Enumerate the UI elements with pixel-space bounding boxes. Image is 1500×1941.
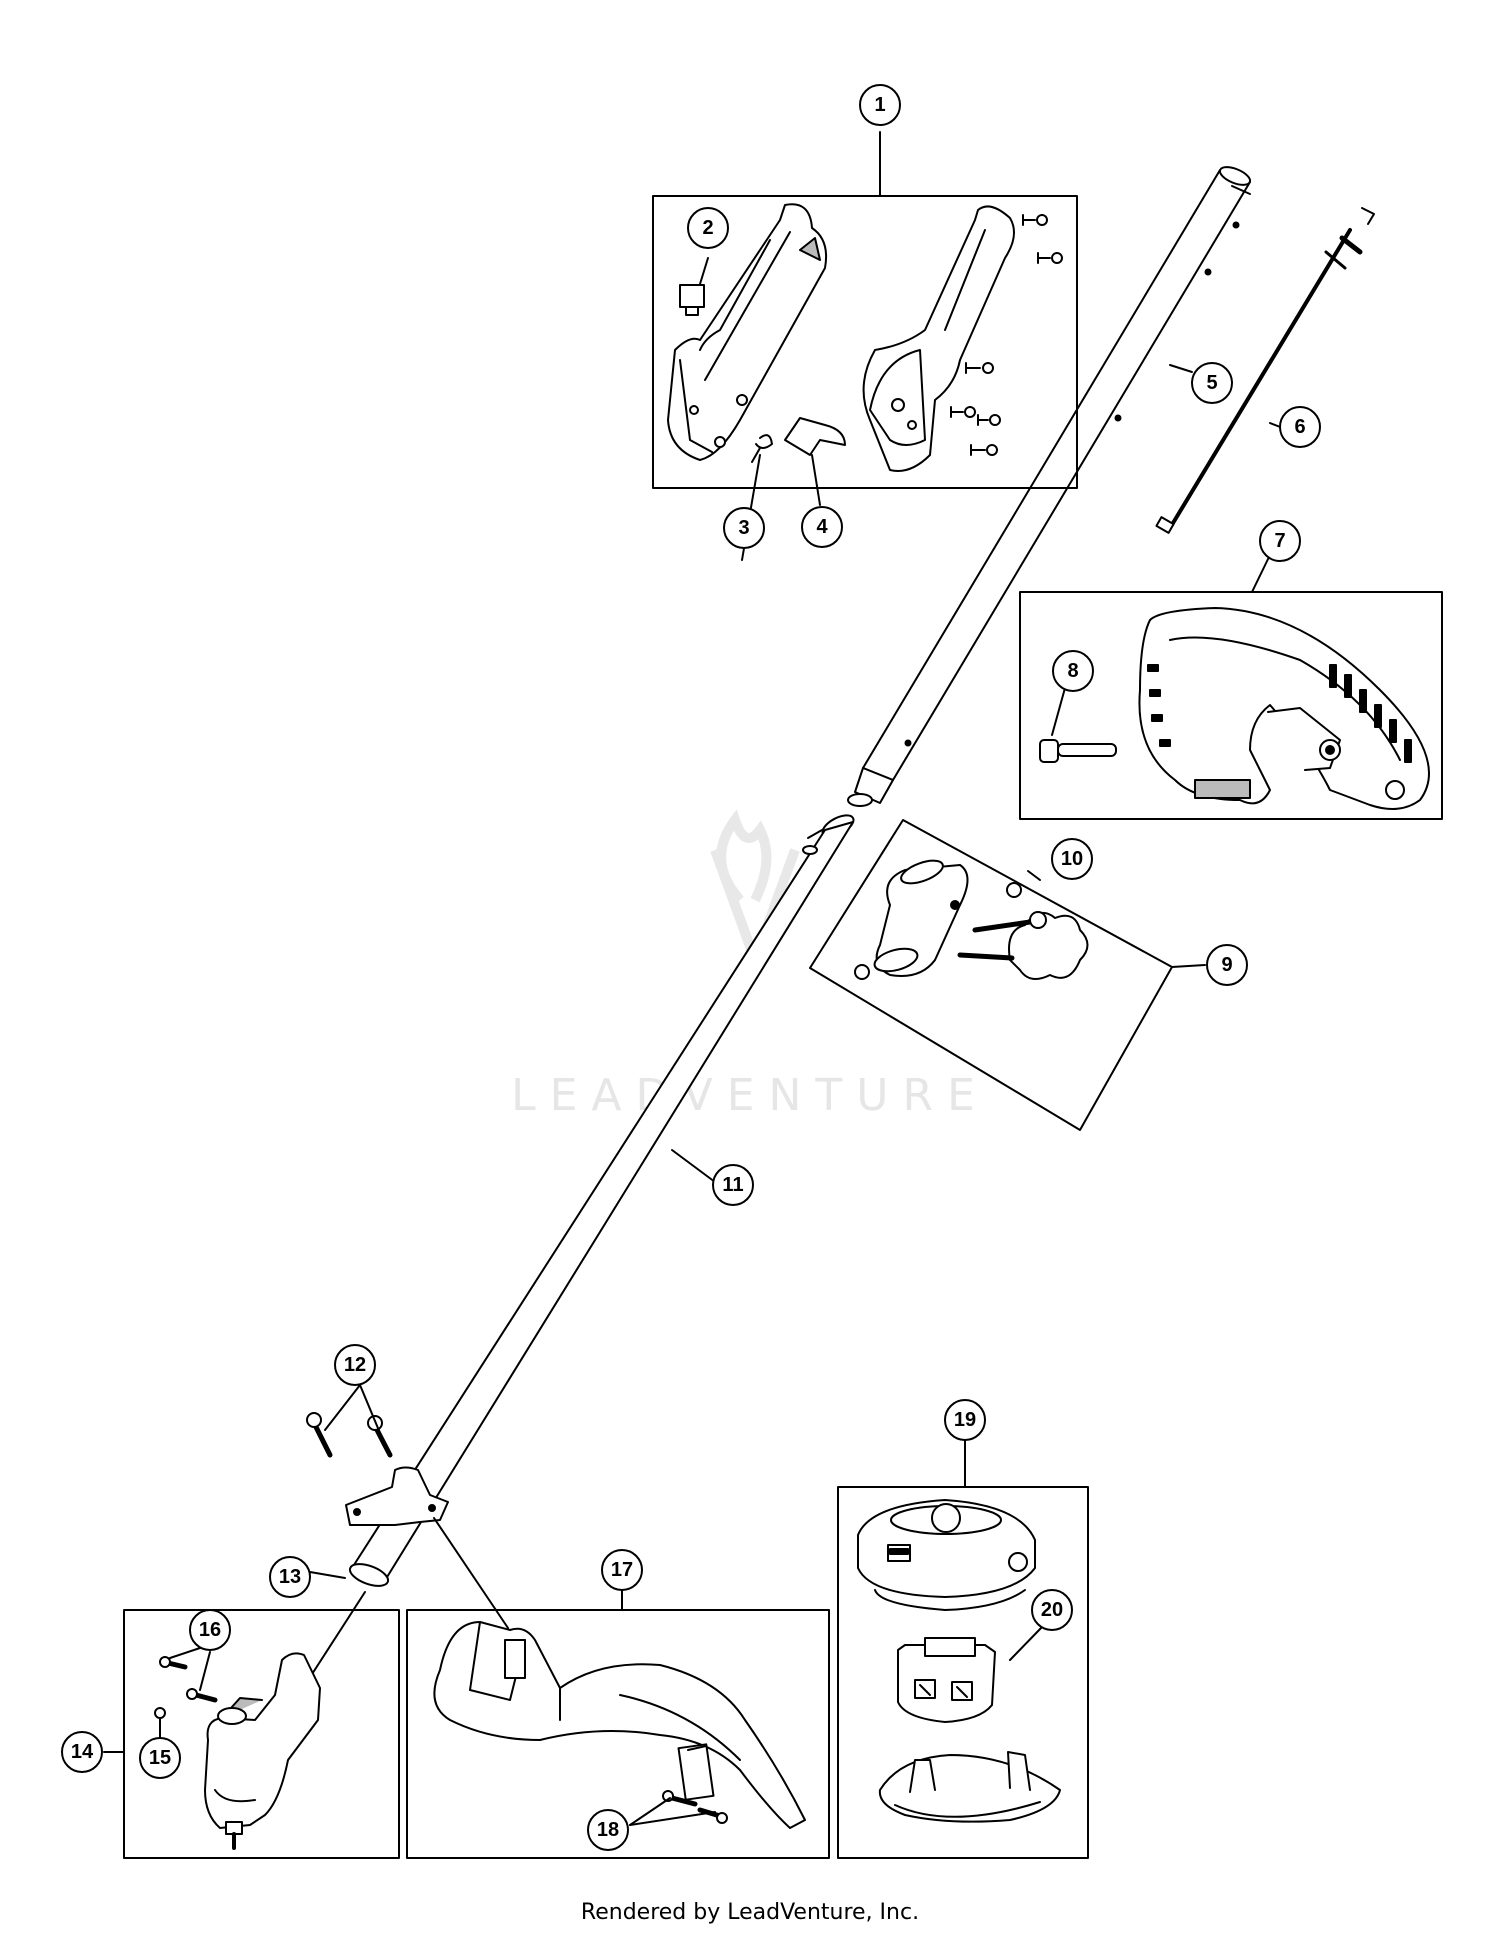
upper-handle-box: [652, 195, 1078, 489]
trimmer-head-assembly[interactable]: [837, 1486, 1089, 1859]
watermark-text: LEADVENTURE: [511, 1070, 989, 1121]
callout-7: 7: [1274, 530, 1285, 552]
callout-8: 8: [1067, 660, 1078, 682]
callout-11: 11: [722, 1174, 743, 1196]
callout-19: 19: [954, 1409, 976, 1431]
rear-handle-assembly[interactable]: [1019, 591, 1443, 820]
upper-handle-assembly[interactable]: [652, 195, 1078, 561]
lower-shaft[interactable]: [347, 811, 857, 1590]
callout-3: 3: [738, 517, 749, 539]
stop-switch[interactable]: [679, 284, 705, 308]
watermark: LEADVENTURE: [511, 809, 989, 1121]
callout-14: 14: [71, 1741, 94, 1763]
coupler-assembly[interactable]: [809, 819, 1173, 1131]
trimmer-head-box: [837, 1486, 1089, 1859]
callout-labels: 1 2 3 4 5 6 7 8 9 10 11 12 13 14 15 16 1…: [71, 94, 1306, 1841]
parts-diagram: LEADVENTURE: [61, 84, 1443, 1859]
rear-handle-bolt[interactable]: [1039, 739, 1117, 763]
callout-10: 10: [1061, 848, 1083, 870]
throttle-trigger[interactable]: [784, 417, 846, 456]
spool[interactable]: [897, 1637, 996, 1723]
guard-box: [406, 1609, 830, 1859]
callout-bubbles: [61, 84, 1321, 1851]
callout-4: 4: [816, 516, 828, 538]
blade-and-screws[interactable]: [662, 1743, 728, 1824]
guard-assembly[interactable]: [406, 1609, 830, 1859]
callout-12: 12: [344, 1354, 366, 1376]
callout-6: 6: [1294, 416, 1305, 438]
trigger-spring[interactable]: [751, 434, 773, 463]
leader-lines: [103, 131, 1289, 1753]
callout-1: 1: [874, 94, 885, 116]
callout-2: 2: [702, 217, 713, 239]
callout-13: 13: [279, 1566, 301, 1588]
callout-20: 20: [1041, 1599, 1063, 1621]
rendered-by-footer: Rendered by LeadVenture, Inc.: [580, 1900, 920, 1925]
rear-handle-box: [1019, 591, 1443, 820]
upper-shaft[interactable]: [847, 164, 1252, 807]
callout-15: 15: [149, 1747, 171, 1769]
callout-16: 16: [199, 1619, 221, 1641]
gearbox-assembly[interactable]: [123, 1609, 400, 1859]
shield-bracket[interactable]: [306, 1412, 449, 1526]
callout-5: 5: [1206, 372, 1217, 394]
callout-9: 9: [1221, 954, 1232, 976]
throttle-cable[interactable]: [1155, 207, 1375, 534]
gearbox-box: [123, 1609, 400, 1859]
handle-screws[interactable]: [950, 214, 1063, 456]
callout-17: 17: [611, 1559, 633, 1581]
callout-18: 18: [597, 1819, 619, 1841]
